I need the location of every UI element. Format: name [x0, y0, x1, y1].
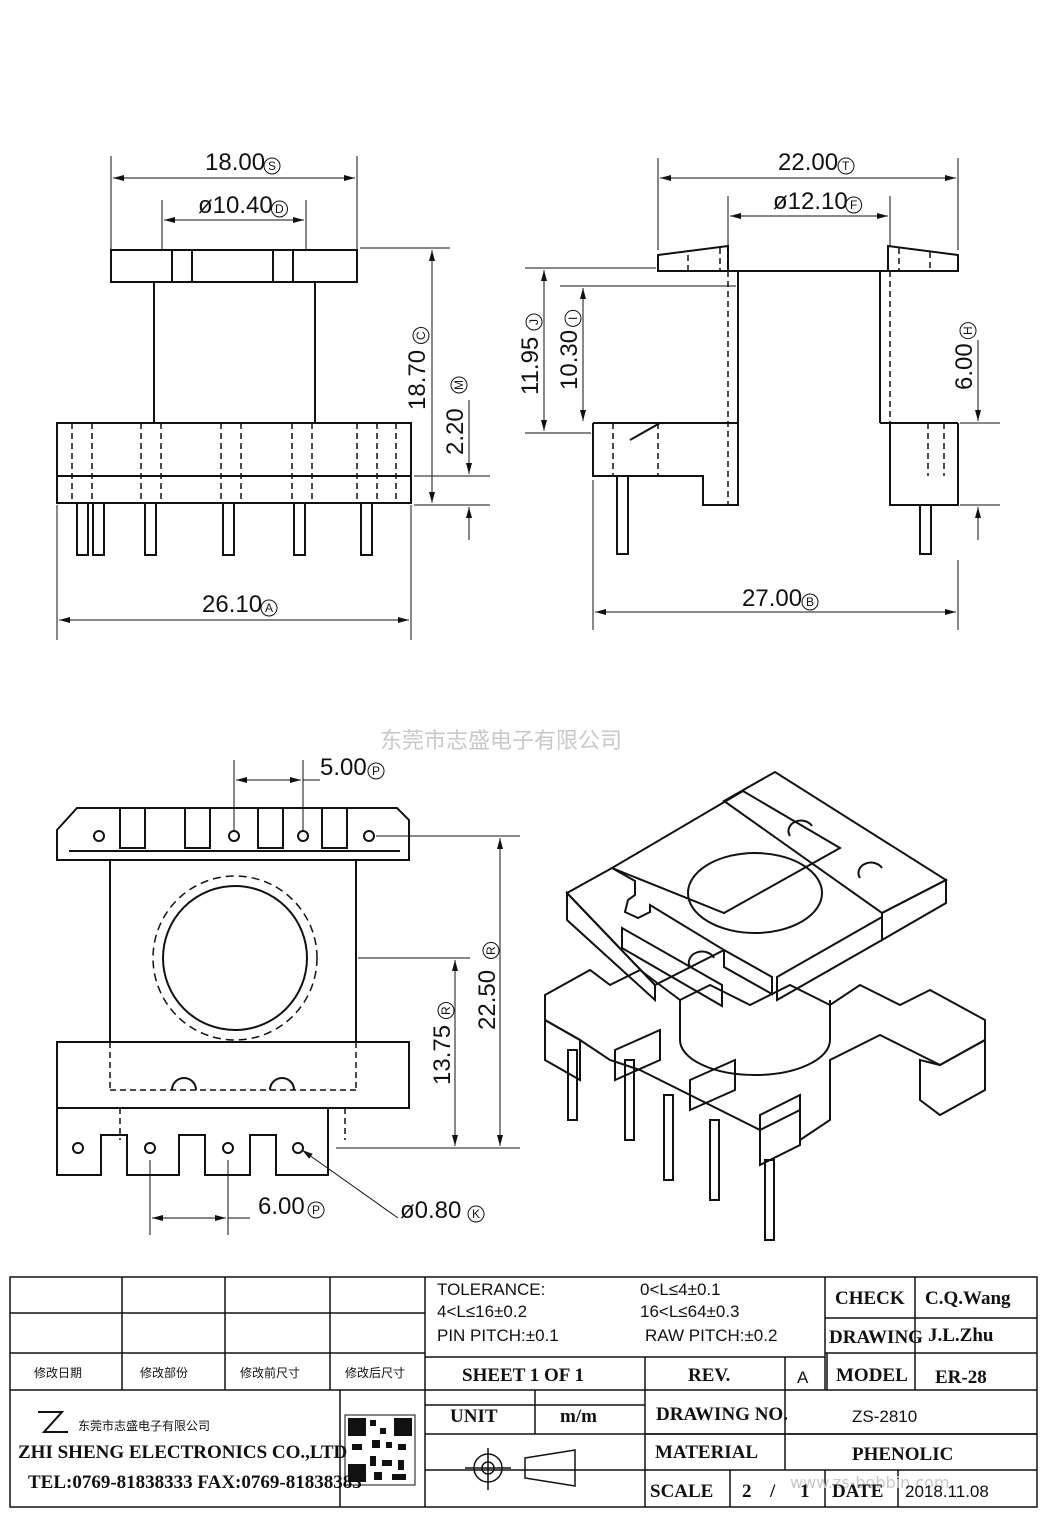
rev-header-part: 修改部份: [140, 1365, 188, 1380]
dim-tag-r: R: [484, 946, 498, 955]
dim-tag-d: D: [275, 202, 284, 216]
dim-tag-a: A: [265, 601, 273, 615]
dim-0-80-text: ø0.80: [400, 1197, 461, 1224]
dim-5-00-text: 5.00: [320, 754, 367, 781]
dim-tag-p: P: [372, 764, 380, 778]
dim-tag-circle: [307, 1201, 325, 1219]
company-logo-icon: [38, 1411, 68, 1433]
tolerance-2: 4<L≤16±0.2: [437, 1302, 527, 1321]
dim-27-text: 27.00: [742, 585, 802, 612]
tolerance-1: 0<L≤4±0.1: [640, 1280, 721, 1299]
dim-13-75-text: 13.75: [429, 1025, 456, 1085]
company-en: ZHI SHENG ELECTRONICS CO.,LTD: [18, 1442, 347, 1463]
model-label: MODEL: [836, 1365, 908, 1386]
dim-tag-m: M: [452, 380, 466, 390]
tolerance-3: 16<L≤64±0.3: [640, 1302, 740, 1321]
dim-tag-circle: [271, 200, 288, 218]
tolerance-label: TOLERANCE:: [437, 1280, 545, 1299]
dim-tag-circle: [467, 1205, 485, 1223]
scale-sep: /: [769, 1481, 776, 1502]
drawing-no-value: ZS-2810: [852, 1407, 917, 1426]
dim-tag-circle: [564, 309, 582, 327]
isometric-view: [544, 770, 986, 1241]
dim-tag-circle: [450, 376, 468, 394]
unit-value: m/m: [560, 1406, 597, 1427]
dim-18-text: 18.00: [205, 149, 265, 176]
dim-tag-circle: [260, 599, 278, 617]
company-cn: 东莞市志盛电子有限公司: [78, 1418, 210, 1433]
dim-2-20-text: 2.20: [442, 408, 469, 455]
raw-pitch: RAW PITCH:±0.2: [645, 1326, 777, 1345]
dim-tag-c: C: [414, 331, 428, 340]
pin-pitch: PIN PITCH:±0.1: [437, 1326, 559, 1345]
dim-tag-circle: [525, 313, 543, 331]
side-view: [592, 244, 959, 555]
dim-tag-circle: [801, 593, 819, 611]
dimension-lines: [56, 156, 1000, 1235]
dim-tag-circle: [845, 196, 863, 214]
dim-tag-f: F: [850, 198, 857, 212]
dim-tag-p1: P: [312, 1203, 320, 1217]
dim-tag-circle: [367, 762, 385, 780]
date-label: DATE: [832, 1481, 883, 1502]
rev-header-date: 修改日期: [34, 1365, 82, 1380]
rev-header-after: 修改后尺寸: [345, 1365, 405, 1380]
check-label: CHECK: [835, 1288, 905, 1309]
material-value: PHENOLIC: [852, 1444, 953, 1465]
dim-6-00h-text: 6.00: [951, 343, 978, 390]
dim-tag-circle: [482, 942, 500, 959]
dim-tag-k: K: [472, 1207, 480, 1221]
model-value: ER-28: [935, 1367, 987, 1388]
front-view: [56, 249, 412, 556]
company-tel: TEL:0769-81838333 FAX:0769-81838383: [28, 1472, 362, 1493]
drawing-label: DRAWING: [829, 1327, 923, 1348]
material-label: MATERIAL: [655, 1442, 758, 1463]
rev-label: REV.: [688, 1365, 730, 1386]
dim-tag-h: H: [961, 326, 975, 335]
dim-tag-circle: [837, 157, 855, 175]
dim-tag-circle: [437, 1002, 455, 1019]
dim-18-70-text: 18.70: [404, 350, 431, 410]
qr-code-icon: [344, 1414, 416, 1486]
dim-tag-b: B: [806, 595, 814, 609]
scale-b: 1: [800, 1481, 810, 1502]
dim-tag-circle: [412, 327, 430, 344]
dim-10-30-text: 10.30: [556, 330, 583, 390]
dim-tag-circle: [263, 157, 281, 175]
dim-6-00p-text: 6.00: [258, 1193, 305, 1220]
sheet-text: SHEET 1 OF 1: [462, 1365, 584, 1386]
dim-12-10-text: ø12.10: [773, 188, 848, 215]
dim-11-95-text: 11.95: [517, 337, 544, 395]
unit-label: UNIT: [450, 1406, 498, 1427]
watermark-url: www.zs-bobbin.com: [790, 1473, 949, 1492]
dim-tag-j: J: [527, 319, 541, 325]
title-block: TOLERANCE: 0<L≤4±0.1 4<L≤16±0.2 16<L≤64±…: [18, 1280, 1011, 1502]
dimension-labels: 18.00 S ø10.40 D 18.70 C 2.20 M 26.10 A …: [198, 149, 978, 1224]
watermark-text: 东莞市志盛电子有限公司: [380, 729, 622, 754]
dim-10-40-text: ø10.40: [198, 192, 273, 219]
date-value: 2018.11.08: [905, 1482, 989, 1501]
projection-symbol-icon: [465, 1448, 576, 1490]
top-view: [56, 807, 410, 1176]
dim-26-10-text: 26.10: [202, 591, 262, 618]
check-value: C.Q.Wang: [925, 1288, 1011, 1309]
scale-label: SCALE: [650, 1481, 713, 1502]
dim-22-50-text: 22.50: [474, 970, 501, 1030]
dim-tag-i: I: [566, 317, 580, 320]
title-block-grid: [9, 1276, 1038, 1508]
dim-tag-t: T: [842, 159, 850, 173]
drawing-value: J.L.Zhu: [928, 1325, 994, 1346]
dim-22-text: 22.00: [778, 149, 838, 176]
dim-tag-circle: [959, 322, 977, 340]
dim-tag-r1: R: [439, 1006, 453, 1015]
rev-header-before: 修改前尺寸: [240, 1365, 300, 1380]
scale-a: 2: [742, 1481, 752, 1502]
dim-tag-s: S: [268, 159, 276, 173]
rev-value: A: [797, 1368, 809, 1387]
drawing-no-label: DRAWING NO.: [656, 1404, 788, 1425]
